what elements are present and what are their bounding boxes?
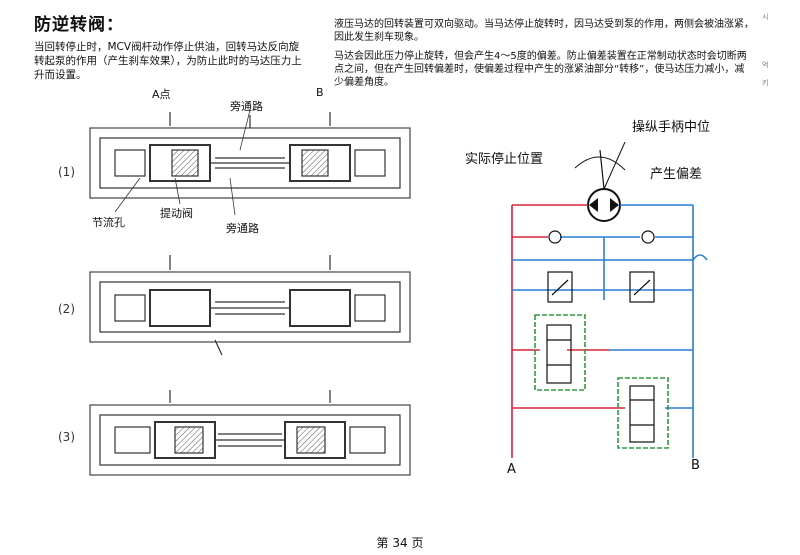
page-number: 第 34 页 xyxy=(376,536,424,550)
label-actual-stop: 实际停止位置 xyxy=(465,152,544,167)
line-b-circuit xyxy=(512,204,708,458)
edge-mark-1: 시 xyxy=(762,13,769,21)
row-label-2: (2) xyxy=(58,302,75,316)
description-paragraph-1: 液压马达的回转装置可双向驱动。当马达停止旋转时，因马达受到泵的作用，两侧会被油涨… xyxy=(334,19,754,43)
label-point-a: A点 xyxy=(152,88,171,101)
anti-reverse-valve-1 xyxy=(534,314,586,391)
row-label-1: (1) xyxy=(58,165,75,179)
description-paragraph-2: 马达会因此压力停止旋转，但会产生4～5度的偏差。防止偏差装置在正常制动状态时会切… xyxy=(334,51,747,88)
edge-mark-2: 억 xyxy=(762,61,769,69)
label-point-b: B xyxy=(316,86,324,99)
description-block: 液压马达的回转装置可双向驱动。当马达停止旋转时，因马达受到泵的作用，两侧会被油涨… xyxy=(334,18,754,95)
valve-section-2 xyxy=(89,255,411,356)
port-a-label: A xyxy=(507,462,516,477)
valve-section-3 xyxy=(89,390,411,476)
row-label-3: (3) xyxy=(58,430,75,444)
label-handle-neutral: 操纵手柄中位 xyxy=(632,120,711,135)
label-deviation: 产生偏差 xyxy=(650,167,703,182)
port-b-label: B xyxy=(691,458,700,473)
line-a-circuit xyxy=(511,204,625,458)
label-bypass-top: 旁通路 xyxy=(230,100,263,113)
label-bypass-bottom: 旁通路 xyxy=(226,222,259,235)
label-lift-valve: 提动阀 xyxy=(160,207,193,220)
valve-section-1 xyxy=(89,112,411,199)
label-throttle: 节流孔 xyxy=(92,216,125,229)
page-title: 防逆转阀： xyxy=(34,15,124,35)
intro-paragraph: 当回转停止时，MCV阀杆动作停止供油，回转马达反向旋转起泵的作用（产生刹车效果）… xyxy=(34,41,302,81)
anti-reverse-valve-2 xyxy=(617,377,669,449)
edge-mark-3: 키 xyxy=(762,79,769,87)
motor-symbol xyxy=(574,141,626,222)
